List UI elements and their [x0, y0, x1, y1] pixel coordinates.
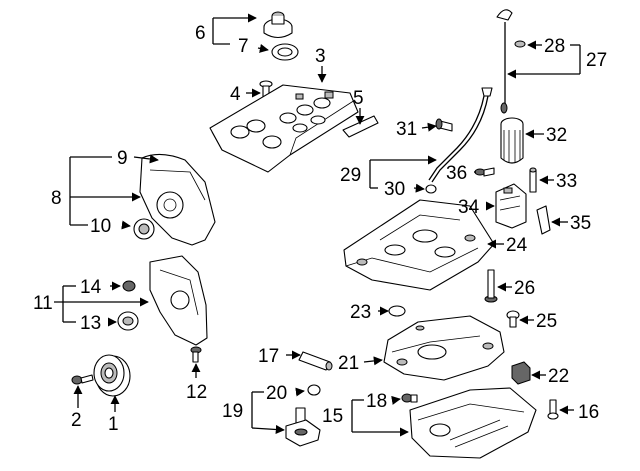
callout-27: 27 — [586, 50, 607, 71]
callout-33: 33 — [556, 171, 577, 192]
pan-bolt-part[interactable] — [506, 310, 520, 328]
crankshaft-pulley-part[interactable] — [93, 354, 131, 397]
callout-18: 18 — [366, 391, 387, 412]
upper-timing-cover-part[interactable] — [139, 153, 216, 246]
callout-25: 25 — [536, 311, 557, 332]
drain-plug-block-part[interactable] — [511, 361, 531, 385]
dipstick-part[interactable] — [496, 9, 513, 114]
callout-14: 14 — [80, 277, 102, 298]
callout-23: 23 — [350, 302, 371, 323]
callout-2: 2 — [71, 410, 82, 431]
callout-26: 26 — [514, 278, 535, 299]
callout-22: 22 — [548, 366, 569, 387]
callout-17: 17 — [258, 346, 279, 367]
callout-7: 7 — [238, 36, 249, 57]
dipstick-tube-part[interactable] — [428, 87, 493, 183]
callout-34: 34 — [458, 197, 480, 218]
callout-8: 8 — [51, 188, 62, 209]
callout-21: 21 — [338, 353, 359, 374]
callout-1: 1 — [108, 414, 119, 435]
callout-numbers: 1 2 3 4 5 6 7 8 9 10 11 12 13 14 15 16 1… — [33, 23, 607, 435]
leader-lines — [54, 13, 581, 437]
callout-32: 32 — [546, 125, 567, 146]
housing-gasket-part[interactable] — [536, 205, 551, 235]
callout-35: 35 — [570, 213, 591, 234]
plug-part[interactable] — [122, 280, 136, 292]
pulley-bolt-part[interactable] — [71, 374, 94, 385]
lower-oil-pan-part[interactable] — [409, 387, 537, 459]
callout-13: 13 — [80, 313, 101, 334]
tube-seal-part[interactable] — [425, 184, 437, 194]
callout-6: 6 — [195, 23, 206, 44]
valve-cover-part[interactable] — [209, 84, 359, 173]
callout-15: 15 — [322, 406, 343, 427]
callout-36: 36 — [446, 163, 467, 184]
callout-30: 30 — [384, 179, 405, 200]
callout-3: 3 — [315, 46, 326, 67]
dipstick-seal-part[interactable] — [514, 40, 526, 48]
callout-20: 20 — [266, 383, 287, 404]
callout-29: 29 — [340, 165, 361, 186]
callout-24: 24 — [506, 235, 528, 256]
pan-seal-part[interactable] — [388, 305, 406, 317]
callout-10: 10 — [90, 216, 111, 237]
housing-bolt-part[interactable] — [474, 167, 495, 177]
tensioner-part[interactable] — [298, 351, 333, 371]
filter-housing-part[interactable] — [495, 183, 527, 229]
oil-pan-part[interactable] — [383, 315, 505, 381]
callout-4: 4 — [230, 84, 241, 105]
upper-oil-pan-part[interactable] — [343, 199, 495, 291]
lower-timing-cover-part[interactable] — [149, 255, 208, 346]
callout-19: 19 — [222, 401, 243, 422]
lower-pan-bolt-part[interactable] — [547, 399, 559, 420]
callout-31: 31 — [396, 119, 417, 140]
level-sensor-part[interactable] — [401, 393, 418, 403]
crank-seal-part[interactable] — [117, 311, 139, 331]
callout-11: 11 — [33, 293, 53, 314]
timing-cover-seal-part[interactable] — [133, 218, 155, 240]
oil-filler-cap-part[interactable] — [263, 11, 293, 39]
callout-9: 9 — [117, 148, 128, 169]
oil-sensor-part[interactable] — [529, 167, 537, 193]
pump-seal-part[interactable] — [307, 384, 321, 396]
callout-16: 16 — [578, 402, 599, 423]
oil-filter-part[interactable] — [500, 117, 524, 164]
callout-28: 28 — [544, 36, 565, 57]
cap-seal-part[interactable] — [271, 43, 299, 61]
callout-12: 12 — [186, 382, 207, 403]
timing-cover-bolt-part[interactable] — [190, 346, 202, 363]
callout-5: 5 — [353, 88, 364, 109]
oil-pump-part[interactable] — [285, 407, 321, 447]
long-bolt-part[interactable] — [484, 269, 498, 303]
tube-bolt-part[interactable] — [435, 118, 453, 132]
